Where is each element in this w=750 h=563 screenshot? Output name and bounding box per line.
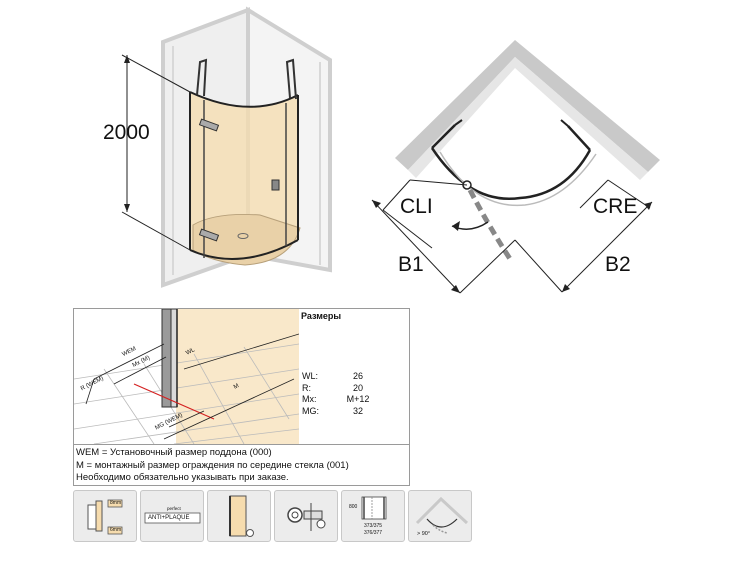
dimension-row: WL:26 — [302, 371, 363, 381]
sizes-title: Размеры — [301, 311, 342, 321]
note-line: Необходимо обязательно указывать при зак… — [76, 472, 289, 483]
dimension-row: Mx:M+12 — [302, 394, 370, 404]
shower-3d-illustration — [121, 6, 332, 288]
profile-size-icon: 800 373/375 376/377 — [341, 490, 405, 542]
dimension-row: MG:32 — [302, 405, 363, 416]
feature-icons-row: 8mm 6mm perfect ANTI+PLAQUE — [73, 490, 472, 542]
hinge-mechanism-icon — [274, 490, 338, 542]
plan-view-diagram — [371, 40, 660, 294]
b2-label: B2 — [605, 253, 631, 276]
height-label: 2000 — [103, 121, 150, 144]
corner-wall — [395, 40, 660, 172]
opening-angle-icon: > 90° — [408, 490, 472, 542]
door-swing-path — [467, 188, 515, 264]
note-line: M = монтажный размер ограждения по серед… — [76, 459, 349, 471]
glass-arc — [430, 147, 592, 200]
notes: WEM = Установочный размер поддона (000) … — [76, 447, 349, 485]
dimensions-list: WL:26 R:20 Mx:M+12 MG:32 — [302, 371, 374, 417]
glass-thickness-icon: 8mm 6mm — [73, 490, 137, 542]
install-detail-drawing — [74, 309, 299, 444]
panel-divider — [74, 444, 409, 445]
b1-label: B1 — [398, 253, 424, 276]
dimension-row: R:20 — [302, 382, 363, 393]
detail-panel: WEM Mx (M) R (WEM) MG (WEM) M WL Размеры… — [73, 308, 410, 486]
cre-label: CRE — [593, 195, 638, 218]
cli-label: CLI — [400, 195, 433, 218]
door-panel-icon — [207, 490, 271, 542]
note-line: WEM = Установочный размер поддона (000) — [76, 447, 272, 458]
anti-plaque-icon: perfect ANTI+PLAQUE — [140, 490, 204, 542]
